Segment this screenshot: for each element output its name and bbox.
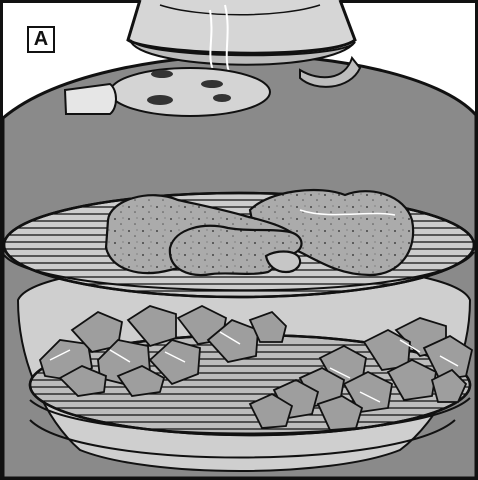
charcoal-pile-left — [38, 304, 287, 397]
vent-damper-icon — [63, 67, 271, 117]
chicken-piece-icon — [104, 188, 415, 277]
grill-lid-handle-icon — [126, 0, 362, 88]
charcoal-pile-right — [248, 317, 474, 431]
panel-label: A — [27, 26, 55, 53]
